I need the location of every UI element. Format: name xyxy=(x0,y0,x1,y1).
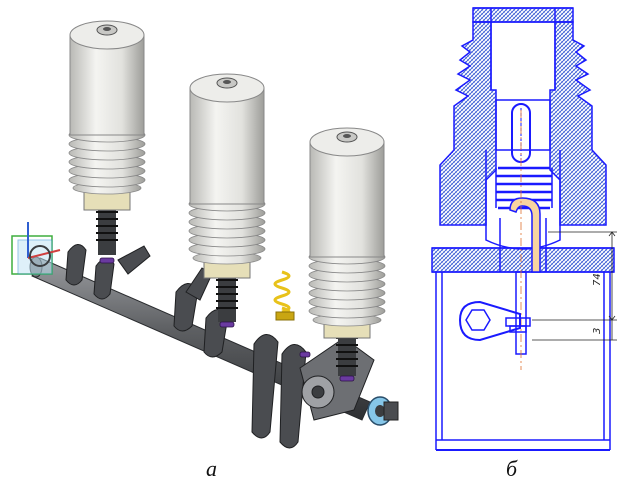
disconnector-3d-assembly xyxy=(11,20,399,449)
insulator-section-left xyxy=(439,21,497,226)
drive-rod-lever xyxy=(458,110,531,370)
insulator-section-right xyxy=(549,21,607,226)
yellow-spring xyxy=(273,270,295,321)
dimension-label-3: 3 xyxy=(592,328,603,334)
coordinate-triad-icon xyxy=(11,222,61,275)
insulator-right xyxy=(308,127,386,376)
contact-chamber xyxy=(485,99,561,273)
dimension-lines xyxy=(532,231,617,341)
caption-b: б xyxy=(506,456,518,481)
base-flange xyxy=(431,247,615,273)
lever-brackets xyxy=(65,244,375,449)
insulator-middle xyxy=(188,73,266,322)
insulator-left xyxy=(68,20,146,255)
lower-frame xyxy=(435,272,611,451)
caption-a: а xyxy=(206,456,217,481)
cross-section-drawing xyxy=(431,7,617,451)
dimension-label-74: 74 xyxy=(592,273,603,286)
purple-spring-washers xyxy=(99,257,355,382)
